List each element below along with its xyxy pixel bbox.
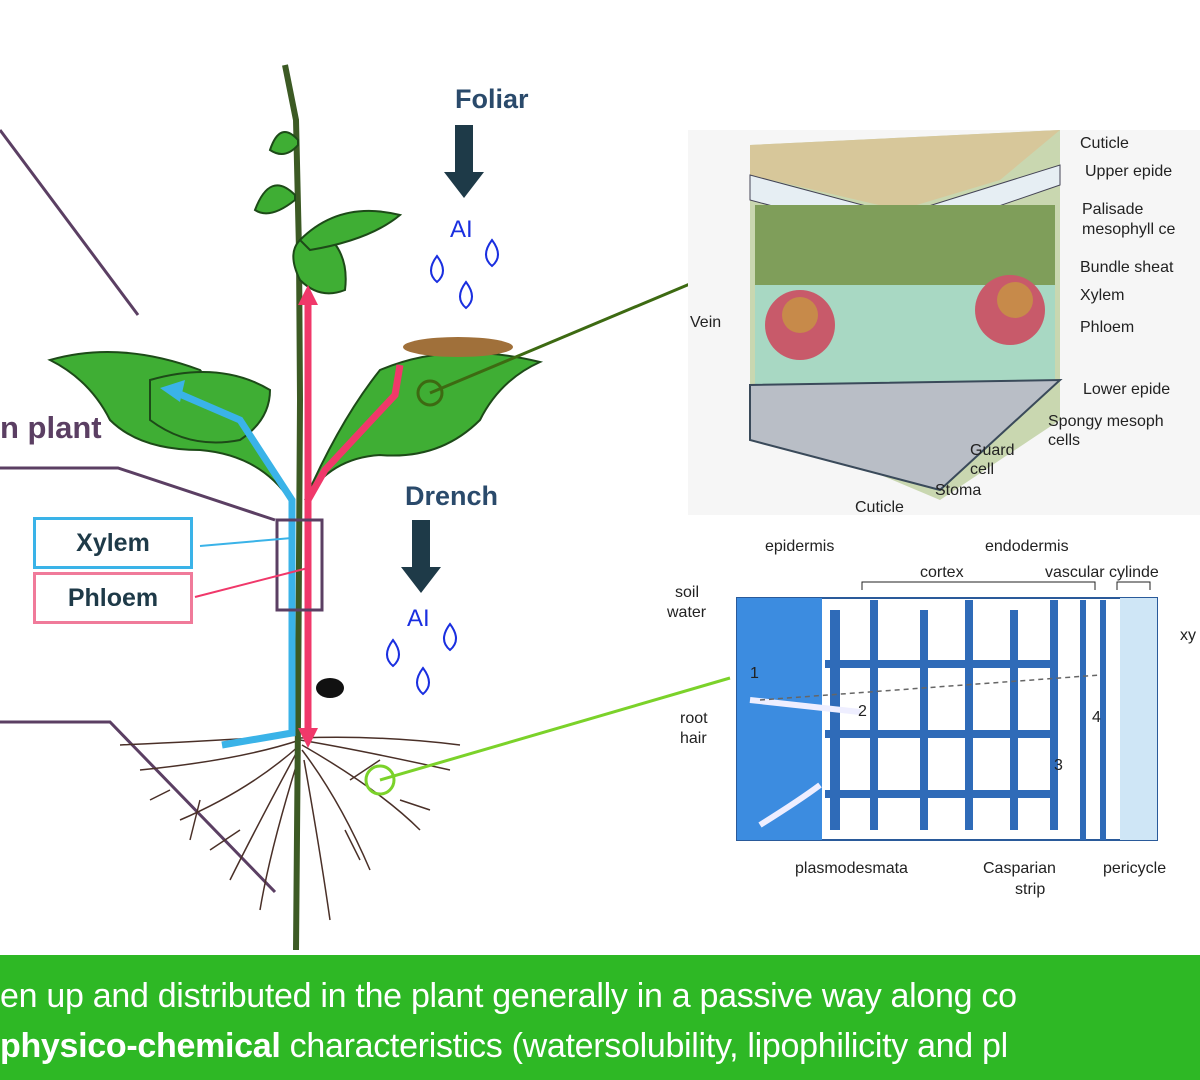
root-cross-section: 1 2 3 4 epidermis endodermis cortex vasc… bbox=[666, 538, 1196, 898]
label-leaf-phloem: Phloem bbox=[1080, 319, 1134, 336]
label-guard-cell: Guard bbox=[970, 442, 1014, 459]
svg-text:1: 1 bbox=[750, 665, 759, 682]
label-leaf-xylem: Xylem bbox=[1080, 287, 1124, 304]
svg-text:cells: cells bbox=[1048, 432, 1080, 449]
svg-text:cell: cell bbox=[970, 461, 994, 478]
svg-text:strip: strip bbox=[1015, 881, 1045, 898]
label-lower-epidermis: Lower epide bbox=[1083, 381, 1170, 398]
label-upper-epidermis: Upper epide bbox=[1085, 163, 1172, 180]
label-vein: Vein bbox=[690, 314, 721, 331]
xylem-path bbox=[173, 388, 296, 749]
svg-text:hair: hair bbox=[680, 730, 707, 747]
label-casparian-strip: Casparian bbox=[983, 860, 1056, 877]
caption-banner: en up and distributed in the plant gener… bbox=[0, 955, 1200, 1080]
label-plasmodesmata: plasmodesmata bbox=[795, 860, 908, 877]
arrow-icons bbox=[401, 125, 484, 593]
xylem-pointer bbox=[199, 537, 293, 547]
roots bbox=[119, 729, 461, 951]
ai-drench-label: AI bbox=[407, 605, 430, 632]
stem-highlight-box bbox=[275, 518, 324, 612]
label-cortex: cortex bbox=[920, 564, 964, 581]
label-bundle-sheath: Bundle sheat bbox=[1080, 259, 1174, 276]
svg-text:3: 3 bbox=[1054, 757, 1063, 774]
drench-label: Drench bbox=[405, 481, 499, 511]
caption-rest: characteristics (watersolubility, lipoph… bbox=[280, 1027, 1009, 1065]
svg-text:water: water bbox=[666, 604, 707, 621]
label-cuticle-bottom: Cuticle bbox=[855, 499, 904, 516]
stem bbox=[282, 64, 304, 951]
leaf-cross-section: Cuticle Upper epide Palisade mesophyll c… bbox=[688, 130, 1200, 516]
root-connector bbox=[379, 676, 731, 782]
plant-diagram: Cuticle Upper epide Palisade mesophyll c… bbox=[0, 64, 1200, 951]
caption-bold: physico-chemical bbox=[0, 1027, 281, 1065]
callout-lines bbox=[0, 129, 277, 894]
ai-foliar-label: AI bbox=[450, 216, 473, 243]
svg-text:mesophyll ce: mesophyll ce bbox=[1082, 221, 1175, 238]
caterpillar bbox=[403, 337, 513, 357]
in-plant-label: n plant bbox=[0, 410, 102, 445]
phloem-pointer bbox=[194, 567, 309, 598]
leaf-connector bbox=[429, 263, 736, 395]
label-vascular-cylinder: vascular cylinde bbox=[1045, 564, 1159, 581]
label-stoma: Stoma bbox=[935, 482, 981, 499]
caption-line-1: en up and distributed in the plant gener… bbox=[0, 977, 1017, 1015]
label-cuticle-top: Cuticle bbox=[1080, 135, 1129, 152]
xylem-label-box: Xylem bbox=[33, 517, 193, 569]
label-root-xylem: xy bbox=[1180, 627, 1196, 644]
phloem-arrowhead-down bbox=[298, 728, 318, 748]
phloem-arrowhead-up bbox=[298, 285, 318, 305]
label-endodermis: endodermis bbox=[985, 538, 1069, 555]
label-soil-water: soil bbox=[675, 584, 699, 601]
label-pericycle: pericycle bbox=[1103, 860, 1166, 877]
xylem-arrowhead bbox=[160, 380, 185, 402]
label-spongy: Spongy mesoph bbox=[1048, 413, 1164, 430]
droplet-icons bbox=[386, 238, 499, 696]
label-root-hair: root bbox=[680, 710, 708, 727]
caption-line-2: physico-chemical characteristics (waters… bbox=[0, 1027, 1008, 1066]
label-epidermis: epidermis bbox=[765, 538, 834, 555]
svg-text:4: 4 bbox=[1092, 709, 1101, 726]
seed bbox=[316, 678, 344, 698]
foliar-label: Foliar bbox=[455, 84, 529, 114]
label-palisade: Palisade bbox=[1082, 201, 1143, 218]
phloem-label-box: Phloem bbox=[33, 572, 193, 624]
svg-text:2: 2 bbox=[858, 703, 867, 720]
